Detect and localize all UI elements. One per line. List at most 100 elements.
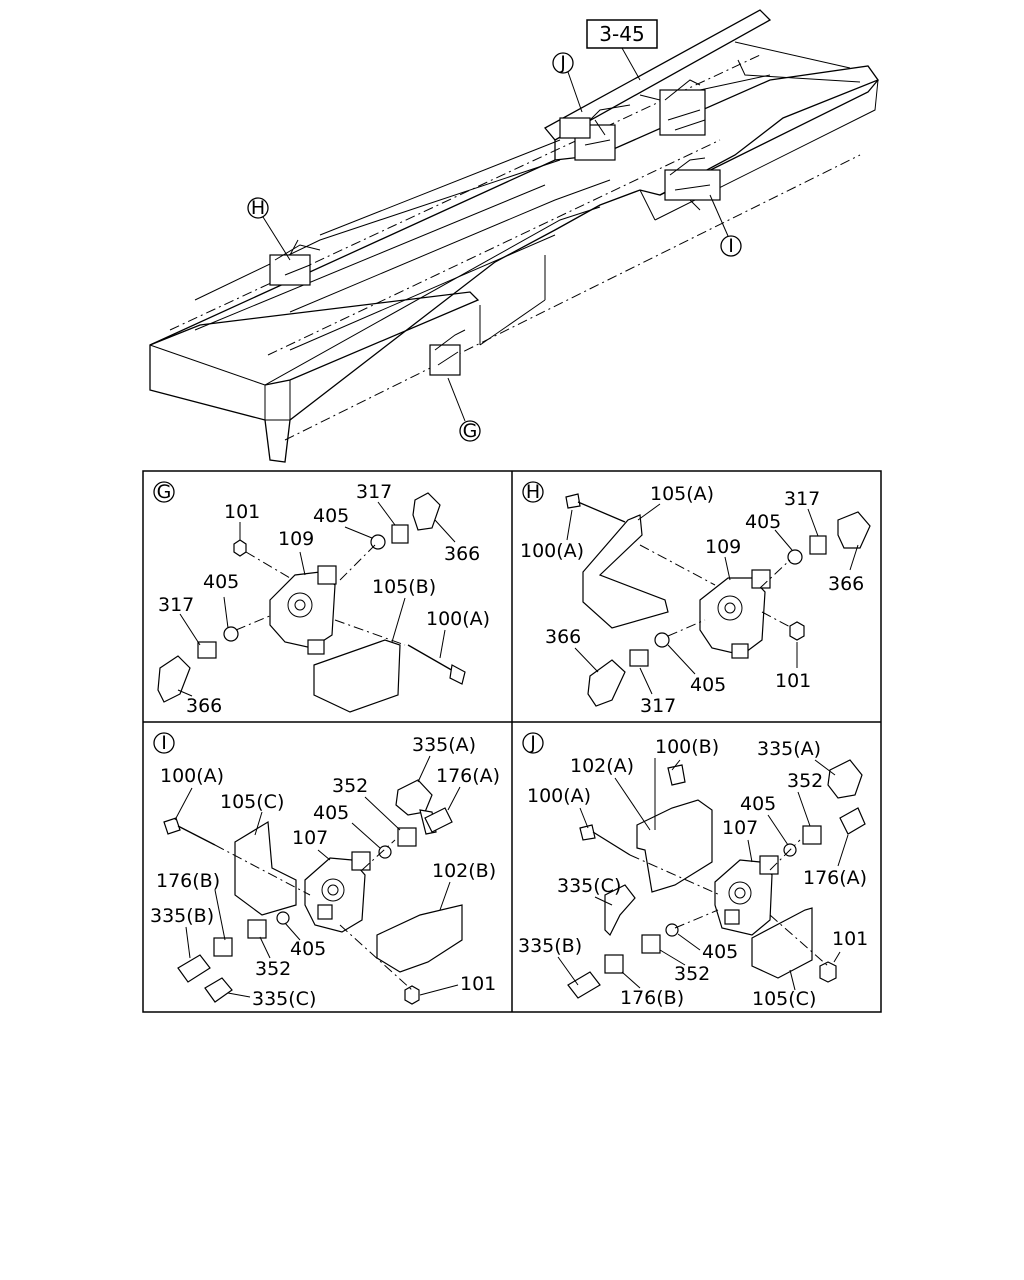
panel-j-bracket-105c bbox=[751, 907, 813, 979]
panel-i-label-102b: 102(B) bbox=[432, 860, 496, 882]
panel-i-label-101: 101 bbox=[460, 973, 496, 995]
overview-valve-h bbox=[269, 239, 321, 286]
panel-j-label-100a: 100(A) bbox=[527, 785, 591, 807]
panel-g-elbow-366-b bbox=[157, 655, 191, 703]
panel-j-label-335b: 335(B) bbox=[518, 935, 582, 957]
panel-i-bracket-102b bbox=[376, 904, 463, 973]
panel-h-valve-109 bbox=[699, 569, 771, 659]
panel-i-label-105c: 105(C) bbox=[220, 791, 284, 813]
panel-j-label-352-a: 352 bbox=[787, 770, 823, 792]
overview-valve-top bbox=[639, 79, 706, 136]
panel-j-valve-107 bbox=[714, 855, 779, 936]
panel-i-label-335a: 335(A) bbox=[412, 734, 476, 756]
overview-callout-g: G bbox=[447, 377, 481, 442]
panel-j-connector-335b bbox=[567, 971, 601, 999]
overview-callout-i-letter: I bbox=[728, 235, 734, 257]
panel-i-label-107: 107 bbox=[292, 827, 328, 849]
panel-h-letter: H bbox=[526, 481, 540, 503]
panel-j-fitting-176a bbox=[839, 807, 866, 835]
panel-j-washer-405-b bbox=[665, 923, 679, 937]
panel-h-nut-101 bbox=[789, 621, 805, 641]
panel-i-label-176b: 176(B) bbox=[156, 870, 220, 892]
panel-i-connector-335c bbox=[204, 977, 233, 1003]
overview-ref-box: 3-45 bbox=[586, 19, 658, 81]
panel-i-label-405-a: 405 bbox=[313, 802, 349, 824]
panel-i-fitting-352-b bbox=[247, 919, 267, 939]
overview-ref-box-text: 3-45 bbox=[599, 22, 644, 46]
panel-j-bolt-100a bbox=[579, 824, 631, 856]
panel-g-label-405-b: 405 bbox=[203, 571, 239, 593]
panel-g-washer-405-b bbox=[223, 626, 239, 642]
panel-g-label-109: 109 bbox=[278, 528, 314, 550]
panel-g-letter: G bbox=[157, 481, 172, 503]
overview-valve-g bbox=[429, 329, 466, 376]
panel-g: G 101 1 bbox=[153, 481, 490, 717]
panel-i-label-100a: 100(A) bbox=[160, 765, 224, 787]
panel-i-washer-405-b bbox=[276, 911, 290, 925]
panel-i-washer-405-a bbox=[378, 845, 392, 859]
panel-j-label-101: 101 bbox=[832, 928, 868, 950]
panel-i-label-176a: 176(A) bbox=[436, 765, 500, 787]
panel-h-label-105a: 105(A) bbox=[650, 483, 714, 505]
panel-g-fitting-317-b bbox=[197, 641, 217, 659]
panel-i-label-352-a: 352 bbox=[332, 775, 368, 797]
panel-i-nut-101 bbox=[404, 985, 420, 1005]
panel-i: I bbox=[150, 732, 500, 1010]
panel-i-label-335b: 335(B) bbox=[150, 905, 214, 927]
panel-h-washer-405-b bbox=[654, 632, 670, 648]
panel-g-label-101: 101 bbox=[224, 501, 260, 523]
panel-j-nut-101 bbox=[819, 961, 837, 983]
panel-i-fitting-176a bbox=[424, 807, 453, 833]
chassis-frame-overview bbox=[149, 9, 880, 463]
overview-callout-h: H bbox=[247, 197, 291, 261]
panel-h-bracket-105a bbox=[582, 514, 669, 629]
panel-i-fitting-352-a bbox=[397, 827, 417, 847]
detail-panels-grid bbox=[142, 470, 882, 1013]
panel-g-label-366-b: 366 bbox=[186, 695, 222, 717]
overview-callout-g-letter: G bbox=[463, 420, 478, 442]
panel-j-letter: J bbox=[529, 732, 536, 754]
panel-h-label-317-b: 317 bbox=[640, 695, 676, 717]
panel-h-label-100a: 100(A) bbox=[520, 540, 584, 562]
panel-h-fitting-317-a bbox=[809, 535, 827, 555]
panel-i-bracket-105c bbox=[234, 820, 297, 916]
panel-j-label-100b: 100(B) bbox=[655, 736, 719, 758]
panel-i-letter: I bbox=[161, 732, 167, 754]
panel-j-label-335c: 335(C) bbox=[557, 875, 621, 897]
overview-valve-j bbox=[559, 104, 631, 161]
panel-h-fitting-317-b bbox=[629, 649, 649, 667]
overview-callout-j: J bbox=[552, 52, 583, 113]
panel-h-label-109: 109 bbox=[705, 536, 741, 558]
panel-h-label-405-a: 405 bbox=[745, 511, 781, 533]
overview-callout-j-letter: J bbox=[559, 52, 566, 74]
panel-j-label-352-b: 352 bbox=[674, 963, 710, 985]
panel-h-label-405-b: 405 bbox=[690, 674, 726, 696]
panel-g-label-100a: 100(A) bbox=[426, 608, 490, 630]
panel-j-label-105c: 105(C) bbox=[752, 988, 816, 1010]
overview-valve-i bbox=[664, 157, 721, 211]
panel-j-bracket-102a bbox=[636, 799, 713, 893]
panel-i-connector-335a bbox=[395, 779, 433, 816]
panel-j: J bbox=[518, 732, 868, 1010]
panel-j-connector-335c bbox=[604, 884, 636, 937]
panel-i-connector-335b bbox=[177, 954, 211, 983]
panel-g-bracket-105b bbox=[313, 639, 401, 713]
panel-j-bolt-100b bbox=[667, 764, 686, 786]
panel-i-bolt-100a bbox=[163, 817, 216, 846]
panel-g-elbow-366-a bbox=[412, 492, 441, 531]
panel-i-label-405-b: 405 bbox=[290, 938, 326, 960]
panel-i-label-352-b: 352 bbox=[255, 958, 291, 980]
panel-h-label-101: 101 bbox=[775, 670, 811, 692]
panel-g-label-366-a: 366 bbox=[444, 543, 480, 565]
panel-h-elbow-366-a bbox=[837, 511, 871, 549]
panel-j-connector-335a bbox=[827, 759, 863, 799]
panel-h-washer-405-a bbox=[787, 549, 803, 565]
panel-g-label-405-a: 405 bbox=[313, 505, 349, 527]
panel-g-bolt-100a bbox=[407, 644, 466, 685]
panel-j-label-107: 107 bbox=[722, 817, 758, 839]
panel-j-label-102a: 102(A) bbox=[570, 755, 634, 777]
panel-j-label-335a: 335(A) bbox=[757, 738, 821, 760]
panel-j-label-405-a: 405 bbox=[740, 793, 776, 815]
panel-g-label-105b: 105(B) bbox=[372, 576, 436, 598]
